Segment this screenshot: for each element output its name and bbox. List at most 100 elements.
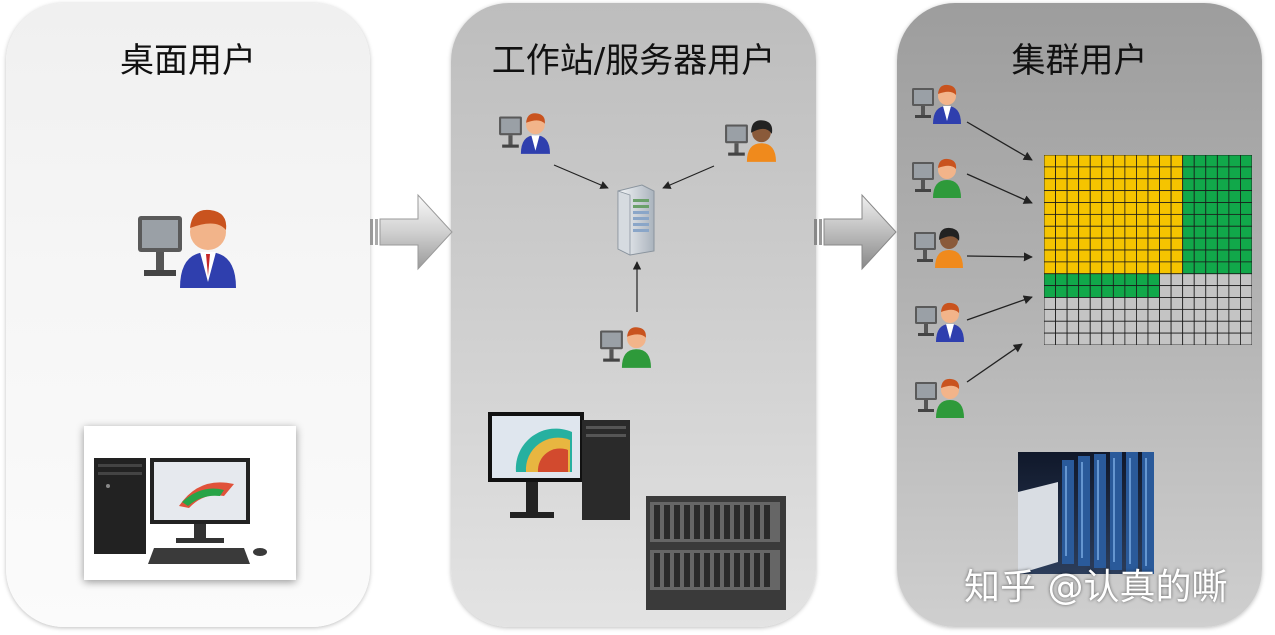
grid-cell [1182,249,1195,263]
grid-cell [1112,297,1126,310]
transition-arrow-icon [370,190,454,274]
grid-cell [1055,237,1068,251]
grid-cell [1147,261,1160,275]
grid-cell [1044,285,1056,298]
user-at-computer-icon [914,294,964,344]
grid-cell [1182,225,1195,239]
grid-cell [1101,213,1114,227]
grid-cell [1136,237,1149,251]
grid-cell [1159,155,1172,168]
grid-cell [1089,261,1103,275]
grid-cell [1228,285,1241,298]
grid-cell [1147,166,1160,180]
grid-cell [1112,202,1126,215]
grid-cell [1089,308,1103,322]
grid-cell [1112,273,1126,287]
grid-cell [1136,320,1149,334]
grid-cell [1101,332,1114,345]
grid-cell [1055,261,1068,275]
grid-cell [1193,249,1207,263]
panel-title-cluster: 集群用户 [1011,41,1148,81]
grid-cell [1044,297,1056,310]
grid-cell [1193,178,1207,192]
grid-cell [1078,225,1091,239]
grid-cell [1182,285,1195,298]
grid-cell [1112,166,1126,180]
grid-cell [1205,308,1218,322]
grid-cell [1170,213,1184,227]
grid-cell [1193,308,1207,322]
grid-cell [1159,332,1172,345]
grid-cell [1182,190,1195,203]
grid-cell [1066,273,1080,287]
grid-cell [1216,285,1230,298]
grid-cell [1182,320,1195,334]
grid-cell [1240,225,1252,239]
grid-cell [1216,249,1230,263]
grid-cell [1182,237,1195,251]
grid-cell [1055,332,1068,345]
grid-cell [1078,190,1091,203]
grid-cell [1228,332,1241,345]
grid-cell [1182,166,1195,180]
server-tower-icon [612,183,658,257]
grid-cell [1228,213,1241,227]
grid-cell [1170,273,1184,287]
grid-cell [1124,273,1137,287]
grid-cell [1066,297,1080,310]
grid-cell [1159,249,1172,263]
grid-cell [1170,249,1184,263]
watermark-text: 知乎 @认真的嘶 [964,567,1228,608]
grid-cell [1078,308,1091,322]
grid-cell [1193,202,1207,215]
grid-cell [1205,166,1218,180]
grid-cell [1147,190,1160,203]
grid-cell [1159,285,1172,298]
grid-cell [1078,285,1091,298]
grid-cell [1055,297,1068,310]
grid-cell [1112,155,1126,168]
grid-cell [1055,213,1068,227]
grid-cell [1182,261,1195,275]
grid-cell [1078,249,1091,263]
grid-cell [1044,273,1056,287]
grid-cell [1124,190,1137,203]
grid-cell [1101,225,1114,239]
grid-cell [1078,297,1091,310]
grid-cell [1112,308,1126,322]
grid-cell [1228,249,1241,263]
grid-cell [1228,320,1241,334]
grid-cell [1044,190,1056,203]
grid-cell [1078,261,1091,275]
grid-cell [1159,261,1172,275]
user-at-computer-icon [724,112,776,164]
grid-cell [1182,155,1195,168]
grid-cell [1124,225,1137,239]
grid-cell [1044,308,1056,322]
grid-cell [1170,166,1184,180]
grid-cell [1066,249,1080,263]
grid-cell [1147,285,1160,298]
grid-cell [1170,261,1184,275]
connection-arrows [553,164,715,312]
grid-cell [1182,332,1195,345]
grid-cell [1216,297,1230,310]
grid-cell [1055,178,1068,192]
grid-cell [1101,178,1114,192]
grid-cell [1078,155,1091,168]
grid-cell [1193,225,1207,239]
grid-cell [1101,273,1114,287]
grid-cell [1147,332,1160,345]
grid-cell [1089,285,1103,298]
grid-cell [1124,166,1137,180]
grid-cell [1182,178,1195,192]
grid-cell [1240,178,1252,192]
grid-cell [1078,273,1091,287]
grid-cell [1066,308,1080,322]
grid-cell [1240,297,1252,310]
grid-cell [1089,320,1103,334]
grid-cell [1066,320,1080,334]
grid-cell [1216,273,1230,287]
grid-cell [1205,261,1218,275]
grid-cell [1216,225,1230,239]
